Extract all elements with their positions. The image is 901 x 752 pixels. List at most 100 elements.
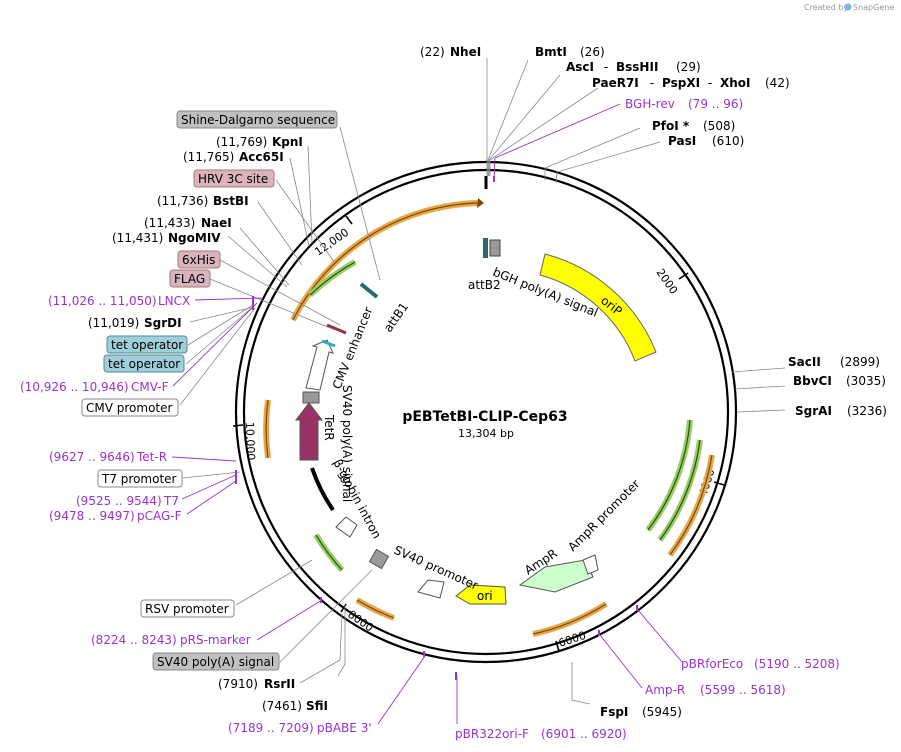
NgoMIV-pos: (11,431) <box>112 231 163 245</box>
orf-arc-top-left-line <box>292 202 479 321</box>
leader-tet1 <box>187 304 254 346</box>
leader-lines <box>179 58 786 705</box>
XhoI-name[interactable]: XhoI <box>720 76 751 90</box>
leader-BbvCI <box>734 385 786 390</box>
shine-box[interactable] <box>176 110 338 129</box>
RsrII-name[interactable]: RsrII <box>264 677 295 691</box>
FLAG-box[interactable] <box>169 269 211 288</box>
KpnI-pos: (11,769) <box>216 135 267 149</box>
XhoI-pos: (42) <box>765 76 790 90</box>
SV40-polyA-label: SV40 poly(A) signal <box>157 655 274 669</box>
leader-RSV <box>235 559 313 606</box>
leader-SgrAI <box>736 409 786 413</box>
tick-label-10000: 10,000 <box>243 422 257 461</box>
TetR-feature <box>294 402 324 461</box>
NheI-name[interactable]: NheI <box>450 45 481 59</box>
leader-AscI <box>488 74 561 176</box>
plasmid-length: 13,304 bp <box>458 427 514 440</box>
CMV-F-name[interactable]: CMV-F <box>131 380 169 394</box>
attB2-label: attB2 <box>468 278 501 292</box>
BbvCI-name[interactable]: BbvCI <box>793 374 832 388</box>
ori-label: ori <box>477 589 493 603</box>
pBRforEco-range: (5190 .. 5208) <box>754 657 840 671</box>
tet-operator-box-1[interactable] <box>106 335 188 354</box>
pBABE-range: (7189 .. 7209) <box>228 721 314 735</box>
pRS-marker-name[interactable]: pRS-marker <box>180 633 251 647</box>
beta-globin-arrow <box>335 516 358 538</box>
leader-T7-promoter <box>182 471 241 479</box>
CMV-promoter-box[interactable] <box>81 398 179 417</box>
NaeI-name[interactable]: NaeI <box>201 216 232 230</box>
T7-name[interactable]: T7 <box>163 494 179 508</box>
BssHII-name[interactable]: BssHII <box>616 60 658 74</box>
T7-promoter-box[interactable] <box>97 469 183 488</box>
leader-T7 <box>181 474 237 500</box>
CMV-F-range: (10,926 .. 10,946) <box>20 380 129 394</box>
RSV-promoter-label: RSV promoter <box>145 602 229 616</box>
black-arc <box>310 467 335 512</box>
tet-operator-box-2[interactable] <box>103 354 185 373</box>
orf-arc-left-line <box>265 399 269 459</box>
SgrDI-name[interactable]: SgrDI <box>144 316 182 330</box>
dash-2: - <box>650 76 654 90</box>
BbvCI-pos: (3035) <box>846 374 886 388</box>
SacII-name[interactable]: SacII <box>788 355 821 369</box>
SV40-polyA-block <box>302 391 320 404</box>
orf-green-right-2-line <box>659 439 701 541</box>
HRV-box[interactable] <box>193 169 275 188</box>
PspXI-name[interactable]: PspXI <box>662 76 700 90</box>
PasI-name[interactable]: PasI <box>668 134 696 148</box>
Acc65I-name[interactable]: Acc65I <box>239 150 284 164</box>
leader-pRS-marker <box>256 599 323 641</box>
attB1-label: attB1 <box>381 300 411 335</box>
leader-HRV <box>275 179 336 264</box>
SV40-polyA-box[interactable] <box>152 652 280 671</box>
6xHis-box[interactable] <box>177 250 221 269</box>
leader-SfiI <box>337 605 346 677</box>
orf-arc-right-line <box>669 454 713 556</box>
RsrII-pos: (7910) <box>218 677 258 691</box>
plasmid-name: pEBTetBI-CLIP-Cep63 <box>402 409 567 425</box>
FspI-pos: (5945) <box>642 705 682 719</box>
snapgene-credit: Created by SnapGene <box>804 3 894 12</box>
BstBI-pos: (11,736) <box>157 194 208 208</box>
T7-promoter-label: T7 promoter <box>101 472 177 486</box>
enzyme-labels: (22) NheI BmtI (26) AscI - BssHII (29) P… <box>88 45 887 719</box>
KpnI-name[interactable]: KpnI <box>272 135 303 149</box>
leader-PaeR7I <box>489 87 599 176</box>
FspI-name[interactable]: FspI <box>600 705 628 719</box>
leader-SV40-polyA <box>279 569 373 663</box>
pBRforEco-name[interactable]: pBRforEco <box>681 657 743 671</box>
leader-SacII <box>731 367 786 373</box>
pBR322ori-F-name[interactable]: pBR322ori-F <box>455 727 529 741</box>
PfoI-name[interactable]: PfoI * <box>652 119 690 133</box>
SfiI-pos: (7461) <box>262 699 302 713</box>
NgoMIV-name[interactable]: NgoMIV <box>168 231 221 245</box>
BmtI-name[interactable]: BmtI <box>535 45 567 59</box>
BGH-rev-name[interactable]: BGH-rev <box>625 97 675 111</box>
CMV-promoter-label: CMV promoter <box>86 401 173 415</box>
backbone <box>234 160 738 664</box>
PaeR7I-name[interactable]: PaeR7I <box>592 76 639 90</box>
tick-2000 <box>678 272 689 280</box>
pBABE-name[interactable]: pBABE 3' <box>317 721 372 735</box>
T7-range: (9525 .. 9544) <box>76 494 162 508</box>
BstBI-name[interactable]: BstBI <box>213 194 249 208</box>
HRV-label: HRV 3C site <box>198 172 268 186</box>
LNCX-name[interactable]: LNCX <box>158 294 190 308</box>
leader-Tet-R <box>171 456 237 462</box>
NheI-pos: (22) <box>420 45 445 59</box>
leader-CMV-promoter <box>179 307 256 406</box>
arrow-head <box>477 198 484 208</box>
pCAG-F-name[interactable]: pCAG-F <box>137 509 182 523</box>
BmtI-pos: (26) <box>580 45 605 59</box>
RSV-promoter-box[interactable] <box>140 599 235 618</box>
AscI-name[interactable]: AscI <box>566 60 594 74</box>
SfiI-name[interactable]: SfiI <box>306 699 328 713</box>
PasI-pos: (610) <box>712 134 744 148</box>
SgrAI-name[interactable]: SgrAI <box>795 404 832 418</box>
pCAG-F-range: (9478 .. 9497) <box>49 509 135 523</box>
Amp-R-name[interactable]: Amp-R <box>645 683 685 697</box>
Tet-R-name[interactable]: Tet-R <box>136 450 167 464</box>
